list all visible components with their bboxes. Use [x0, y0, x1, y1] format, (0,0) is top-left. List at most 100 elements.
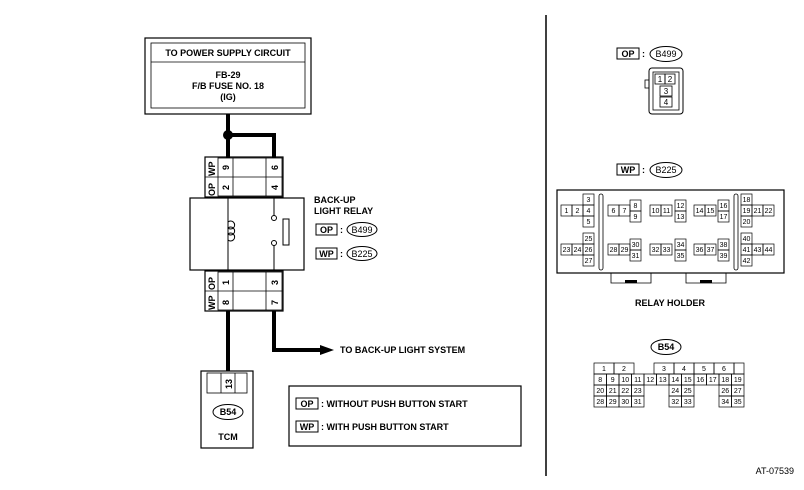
b499-pin-4: 4 [664, 98, 669, 107]
b54-5-pin: 5 [702, 366, 706, 373]
legend-op-text: : WITHOUT PUSH BUTTON START [321, 399, 468, 409]
relay-holder-33-pin: 33 [663, 247, 671, 254]
relay-holder [556, 189, 785, 284]
b54-connector-view: B54 [650, 339, 682, 355]
backup-light-relay [189, 197, 305, 271]
b54-24-pin: 24 [671, 388, 679, 395]
relay-holder-39-cell [717, 249, 730, 262]
tcm-unit: 13 B54 TCM [200, 370, 254, 449]
top-pin-6: 6 [270, 165, 280, 170]
relay-holder-21-pin: 21 [754, 208, 762, 215]
relay-holder-27-pin: 27 [585, 258, 593, 265]
b54-8-pin: 8 [598, 377, 602, 384]
tcm-label: TCM [218, 432, 238, 442]
b499-pin-1: 1 [658, 75, 663, 84]
b54-31-pin: 31 [634, 399, 642, 406]
relay-holder-label: RELAY HOLDER [635, 298, 706, 308]
b225-colon: : [642, 165, 645, 175]
b54-13-pin: 13 [659, 377, 667, 384]
relay-holder-4-pin: 4 [587, 208, 591, 215]
bottom-pin-8: 8 [221, 300, 231, 305]
relay-holder-41-pin: 41 [743, 247, 751, 254]
relay-holder-31-pin: 31 [632, 253, 640, 260]
b54-29-pin: 29 [609, 399, 617, 406]
tcm-connector: B54 [220, 407, 237, 417]
relay-holder-22-cell [762, 204, 775, 217]
b225-name: B225 [655, 165, 676, 175]
b54-27-pin: 27 [734, 388, 742, 395]
fuse-line-1: FB-29 [215, 70, 240, 80]
b54-15-pin: 15 [684, 377, 692, 384]
relay-holder-9-cell [629, 210, 642, 223]
relay-holder-19-pin: 19 [743, 208, 751, 215]
relay-wp-tag: WP [319, 249, 334, 259]
relay-op-tag: OP [320, 225, 333, 235]
b54-23-pin: 23 [634, 388, 642, 395]
b54-12-pin: 12 [646, 377, 654, 384]
relay-holder-16-pin: 16 [720, 203, 728, 210]
b54-18-pin: 18 [721, 377, 729, 384]
relay-holder-15-cell [704, 204, 717, 217]
b499-connector-view: OP : B499 1 2 3 4 [616, 46, 684, 115]
legend-wp-tag: WP [300, 422, 315, 432]
bottom-pin-7: 7 [270, 300, 280, 305]
relay-holder-22-pin: 22 [765, 208, 773, 215]
b54-34-pin: 34 [721, 399, 729, 406]
relay-top-connector: WP OP 9 2 6 4 [204, 156, 284, 198]
b54-30-pin: 30 [621, 399, 629, 406]
relay-holder-37-pin: 37 [707, 247, 715, 254]
bottom-pin-3: 3 [270, 280, 280, 285]
relay-coil-icon [227, 220, 236, 242]
relay-holder-10-pin: 10 [652, 208, 660, 215]
b54-14-pin: 14 [671, 377, 679, 384]
relay-label-group: BACK-UP LIGHT RELAY OP : B499 WP : B225 [314, 195, 378, 261]
relay-holder-33-cell [660, 243, 673, 256]
b54-21-pin: 21 [609, 388, 617, 395]
relay-holder-1-pin: 1 [565, 208, 569, 215]
b54-2-pin: 2 [622, 366, 626, 373]
b54-name: B54 [658, 342, 675, 352]
relay-holder-23-pin: 23 [563, 247, 571, 254]
b499-tag: OP [621, 49, 634, 59]
relay-holder-35-cell [674, 249, 687, 262]
b499-colon: : [642, 49, 645, 59]
relay-holder-31-cell [629, 249, 642, 262]
b54-filler-cell [733, 362, 745, 375]
top-pin-label-wp: WP [207, 162, 217, 177]
relay-holder-13-pin: 13 [677, 214, 685, 221]
relay-op-colon: : [340, 225, 343, 235]
arrow-icon [320, 345, 334, 355]
b54-28-pin: 28 [596, 399, 604, 406]
b54-33-cell [681, 395, 695, 408]
fuse-line-2: F/B FUSE NO. 18 [192, 81, 264, 91]
power-supply-box: TO POWER SUPPLY CIRCUIT FB-29 F/B FUSE N… [144, 37, 312, 115]
relay-holder-5-cell [582, 215, 595, 228]
wire-junction [223, 130, 233, 140]
relay-holder-43-pin: 43 [754, 247, 762, 254]
relay-holder-2-pin: 2 [576, 208, 580, 215]
relay-holder-12-pin: 12 [677, 203, 685, 210]
relay-holder-44-cell [762, 243, 775, 256]
relay-label-line1: BACK-UP [314, 195, 356, 205]
bottom-pin-label-wp: WP [207, 296, 217, 311]
b54-26-pin: 26 [721, 388, 729, 395]
power-wires [226, 114, 276, 158]
b54-17-pin: 17 [709, 377, 717, 384]
relay-holder-20-pin: 20 [743, 219, 751, 226]
relay-holder-15-pin: 15 [707, 208, 715, 215]
fuse-line-3: (IG) [220, 92, 236, 102]
relay-holder-17-cell [717, 210, 730, 223]
b54-33-pin: 33 [684, 399, 692, 406]
relay-holder-36-pin: 36 [696, 247, 704, 254]
b499-name: B499 [655, 49, 676, 59]
b54-19-pin: 19 [734, 377, 742, 384]
b54-22-pin: 22 [621, 388, 629, 395]
relay-wp-colon: : [340, 249, 343, 259]
bottom-pin-label-op: OP [207, 277, 217, 290]
b54-32-pin: 32 [671, 399, 679, 406]
b499-pin-3: 3 [664, 87, 669, 96]
relay-holder-42-pin: 42 [743, 258, 751, 265]
b54-35-cell [731, 395, 745, 408]
relay-holder-27-cell [582, 254, 595, 267]
